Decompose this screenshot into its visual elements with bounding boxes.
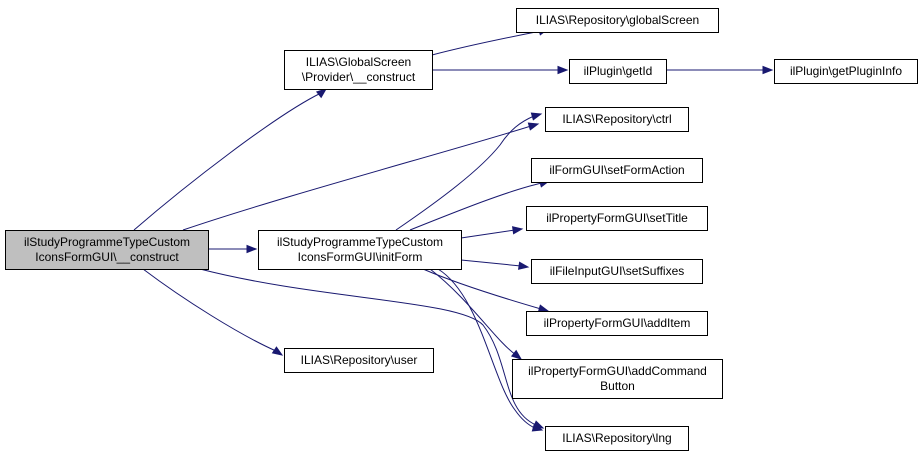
- node-repo-user[interactable]: ILIAS\Repository\user: [284, 348, 434, 373]
- node-label-line: ilFileInputGUI\setSuffixes: [550, 264, 685, 278]
- edge-root-to-gs_provider: [133, 88, 328, 231]
- nodes-layer: ilStudyProgrammeTypeCustomIconsFormGUI\_…: [5, 8, 918, 451]
- edge-initform-to-settitle: [460, 226, 524, 239]
- node-setsuffixes[interactable]: ilFileInputGUI\setSuffixes: [531, 259, 703, 284]
- edge-line: [431, 30, 542, 56]
- edge-line: [395, 115, 535, 231]
- node-root[interactable]: ilStudyProgrammeTypeCustomIconsFormGUI\_…: [5, 230, 209, 270]
- node-box: [545, 426, 689, 451]
- edge-plugin_getid-to-plugin_getplugininfo: [666, 65, 774, 75]
- node-label-line: IconsFormGUI\__construct: [35, 250, 179, 264]
- arrowhead: [510, 349, 523, 360]
- edge-root-to-initform: [208, 244, 258, 254]
- node-repo-ctrl[interactable]: ILIAS\Repository\ctrl: [545, 107, 689, 132]
- node-label-line: ilStudyProgrammeTypeCustom: [24, 235, 190, 249]
- node-box: [512, 359, 723, 399]
- node-box: [774, 59, 918, 84]
- arrowhead: [246, 244, 258, 254]
- edge-line: [460, 229, 516, 239]
- edge-line: [142, 268, 277, 352]
- edge-initform-to-addcommandbutton: [429, 268, 523, 360]
- node-label-line: ILIAS\Repository\user: [301, 353, 418, 367]
- edge-line: [437, 268, 536, 429]
- node-plugin-getplugininfo[interactable]: ilPlugin\getPluginInfo: [774, 59, 918, 84]
- node-label-line: Button: [600, 379, 635, 393]
- node-box: [516, 8, 719, 33]
- edge-root-to-repo_user: [142, 268, 284, 356]
- arrowhead: [315, 88, 328, 99]
- arrowhead: [517, 261, 530, 270]
- arrowhead: [557, 65, 569, 75]
- node-box: [284, 50, 433, 90]
- node-label-line: ILIAS\Repository\ctrl: [562, 112, 671, 126]
- arrowhead: [530, 112, 543, 121]
- edge-line: [409, 182, 543, 231]
- node-label-line: ilStudyProgrammeTypeCustom: [277, 235, 443, 249]
- node-label-line: IconsFormGUI\initForm: [298, 250, 423, 264]
- arrowhead: [537, 304, 550, 313]
- node-label-line: ILIAS\Repository\lng: [562, 431, 671, 445]
- node-label-line: ilFormGUI\setFormAction: [549, 163, 684, 177]
- node-box: [531, 259, 703, 284]
- arrowhead: [271, 346, 284, 356]
- node-box: [284, 348, 434, 373]
- node-box: [531, 158, 703, 183]
- arrowhead: [762, 65, 774, 75]
- node-initform[interactable]: ilStudyProgrammeTypeCustomIconsFormGUI\i…: [258, 230, 462, 270]
- edge-root-to-repo_ctrl: [182, 122, 540, 231]
- edge-line: [460, 259, 522, 267]
- node-setformaction[interactable]: ilFormGUI\setFormAction: [531, 158, 703, 183]
- node-label-line: ILIAS\GlobalScreen: [306, 55, 411, 69]
- edge-initform-to-setsuffixes: [460, 259, 530, 270]
- node-label-line: ilPlugin\getId: [584, 64, 653, 78]
- node-box: [569, 59, 667, 84]
- node-label-line: ILIAS\Repository\globalScreen: [536, 13, 699, 27]
- edge-initform-to-repo_ctrl: [395, 112, 543, 231]
- node-label-line: ilPropertyFormGUI\setTitle: [546, 211, 688, 225]
- node-label-line: ilPropertyFormGUI\addCommand: [528, 364, 707, 378]
- node-plugin-getid[interactable]: ilPlugin\getId: [569, 59, 667, 84]
- node-box: [258, 230, 462, 270]
- node-box: [526, 311, 708, 336]
- node-box: [5, 230, 209, 270]
- node-additem[interactable]: ilPropertyFormGUI\addItem: [526, 311, 708, 336]
- edge-line: [199, 268, 537, 426]
- edge-initform-to-repo_lng: [437, 268, 544, 432]
- node-label-line: ilPropertyFormGUI\addItem: [544, 316, 691, 330]
- arrowhead: [511, 226, 524, 235]
- node-label-line: \Provider\__construct: [302, 70, 416, 84]
- node-box: [526, 206, 708, 231]
- edge-line: [133, 92, 322, 231]
- node-settitle[interactable]: ilPropertyFormGUI\setTitle: [526, 206, 708, 231]
- edge-line: [429, 268, 517, 356]
- node-box: [545, 107, 689, 132]
- node-repo-globalscreen[interactable]: ILIAS\Repository\globalScreen: [516, 8, 719, 33]
- node-label-line: ilPlugin\getPluginInfo: [790, 64, 902, 78]
- arrowhead: [527, 122, 540, 131]
- edge-line: [182, 125, 532, 231]
- arrowhead: [531, 423, 544, 432]
- edge-gs_provider-to-plugin_getid: [432, 65, 569, 75]
- node-repo-lng[interactable]: ILIAS\Repository\lng: [545, 426, 689, 451]
- edge-initform-to-additem: [422, 268, 550, 313]
- node-gs-provider[interactable]: ILIAS\GlobalScreen\Provider\__construct: [284, 50, 433, 90]
- edge-line: [422, 268, 542, 310]
